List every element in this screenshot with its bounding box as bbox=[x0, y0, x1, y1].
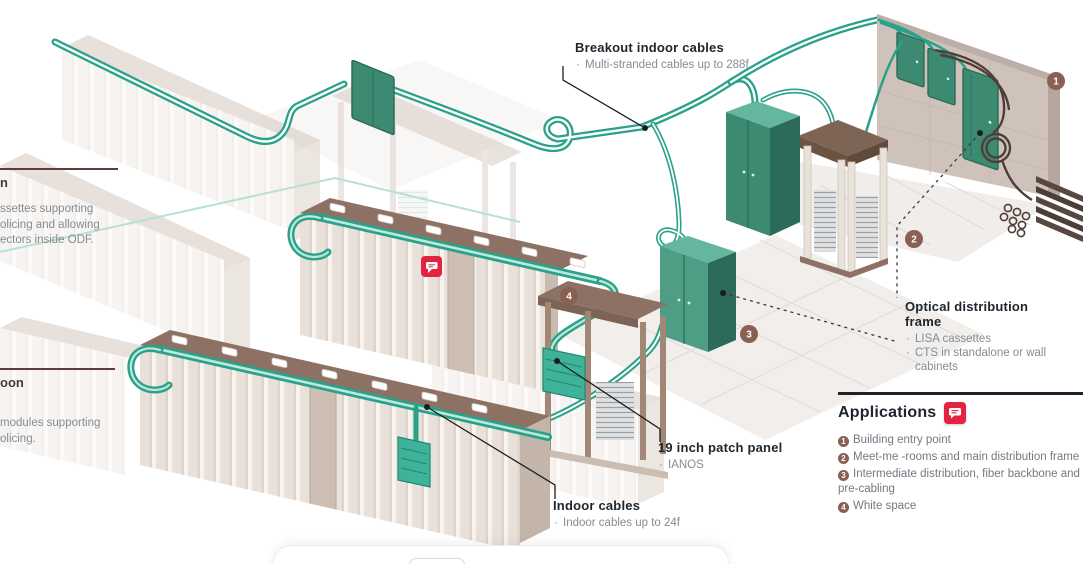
item-number-chip: 3 bbox=[838, 470, 849, 481]
rack-row-front bbox=[127, 330, 552, 552]
building-entry-wall bbox=[876, 14, 1083, 242]
callout-title: Breakout indoor cables bbox=[575, 40, 724, 55]
callout-indoor-cables: Indoor cables Indoor cables up to 24f bbox=[553, 498, 743, 530]
application-item: 4 White space bbox=[838, 499, 1083, 514]
svg-text:3: 3 bbox=[746, 330, 752, 341]
bottom-card-button[interactable] bbox=[409, 558, 465, 564]
item-text: Meet-me -rooms and main distribution fra… bbox=[853, 451, 1080, 463]
fiber-cable-top-run bbox=[51, 16, 881, 153]
callout-breakout-cables: Breakout indoor cables Multi-stranded ca… bbox=[575, 40, 800, 72]
callout-optical-distribution-frame: Optical distribution frame LISA cassette… bbox=[905, 299, 1063, 374]
item-text: Building entry point bbox=[853, 434, 951, 446]
callout-patch-panel: 19 inch patch panel IANOS bbox=[658, 440, 838, 472]
rack-row-middle bbox=[287, 198, 619, 391]
svg-text:2: 2 bbox=[911, 235, 917, 246]
item-number-chip: 1 bbox=[838, 436, 849, 447]
callout-bullet: Indoor cables up to 24f bbox=[553, 516, 743, 530]
entry-point-cabinet-small-1 bbox=[896, 31, 925, 88]
section-rule bbox=[0, 168, 118, 170]
section-heading-fragment: oon bbox=[0, 375, 24, 390]
application-item: 1 Building entry point bbox=[838, 433, 1083, 448]
left-text-block-1: n ssettes supporting olicing and allowin… bbox=[0, 168, 120, 249]
text-fragment: olicing. bbox=[0, 432, 36, 445]
svg-text:4: 4 bbox=[566, 292, 572, 303]
application-item: 2 Meet-me -rooms and main distribution fr… bbox=[838, 450, 1083, 465]
main-distribution-rack bbox=[760, 40, 904, 278]
odf-cabinet-standalone bbox=[660, 236, 736, 352]
rack-mounted-panel bbox=[397, 436, 431, 488]
cable-duct-stack bbox=[1036, 176, 1083, 242]
roof-vents bbox=[171, 334, 488, 414]
callout-title: Indoor cables bbox=[553, 498, 641, 513]
roof-vents bbox=[329, 202, 586, 268]
applications-title: Applications bbox=[838, 404, 937, 421]
leader-lines bbox=[424, 66, 983, 499]
badges: 1 2 3 4 bbox=[560, 72, 1065, 343]
text-fragment: olicing and allowing bbox=[0, 218, 100, 231]
text-fragment: modules supporting bbox=[0, 417, 101, 429]
callout-bullet: CTS in standalone or wall cabinets bbox=[905, 346, 1063, 374]
badge-3: 3 bbox=[740, 325, 758, 343]
entry-point-cabinet-small-2 bbox=[927, 47, 956, 106]
outdoor-cable-coil bbox=[934, 48, 1033, 202]
callout-title: Optical distribution frame bbox=[905, 299, 1029, 329]
item-number-chip: 2 bbox=[838, 453, 849, 464]
wall-mounted-odf-box bbox=[351, 59, 395, 136]
applications-legend: Applications 1 Building entry point 2 Meet… bbox=[838, 392, 1083, 516]
callout-bullet: IANOS bbox=[658, 458, 838, 472]
badge-2: 2 bbox=[905, 230, 923, 248]
odf-cabinet-two-door bbox=[726, 101, 800, 236]
chat-marker-icon bbox=[421, 256, 442, 277]
entry-point-cabinet-tall bbox=[962, 67, 999, 171]
callout-title: 19 inch patch panel bbox=[658, 440, 783, 455]
patch-panel-ianos bbox=[542, 347, 586, 401]
fiber-cable-drop-loop bbox=[650, 121, 690, 255]
item-number-chip: 4 bbox=[838, 502, 849, 513]
text-fragment: ectors inside ODF. bbox=[0, 234, 94, 246]
text-fragment: ssettes supporting bbox=[0, 203, 94, 215]
callout-bullet: Multi-stranded cables up to 288f bbox=[575, 58, 800, 72]
item-text: Intermediate distribution, fiber backbon… bbox=[838, 468, 1080, 495]
callout-bullet: LISA cassettes bbox=[905, 332, 1063, 346]
badge-4: 4 bbox=[560, 287, 578, 305]
badge-1: 1 bbox=[1047, 72, 1065, 90]
bottom-card bbox=[273, 545, 729, 564]
chat-marker-icon bbox=[944, 402, 967, 424]
item-text: White space bbox=[853, 500, 917, 512]
section-rule bbox=[0, 368, 115, 370]
svg-text:1: 1 bbox=[1053, 77, 1059, 88]
left-text-block-2: oon modules supporting olicing. bbox=[0, 368, 120, 447]
cable-bundle-ends bbox=[999, 203, 1031, 238]
section-heading-fragment: n bbox=[0, 175, 8, 190]
section-rule bbox=[838, 392, 1083, 395]
